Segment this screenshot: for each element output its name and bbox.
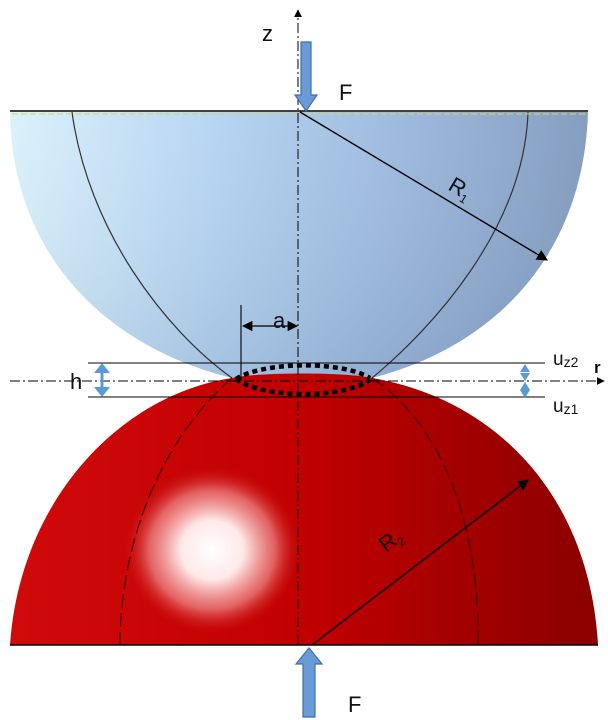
force-arrow-bottom <box>294 647 324 718</box>
uz2-label: uz2 <box>553 349 579 370</box>
contact-zone-lower <box>234 377 372 397</box>
upper-body <box>10 111 588 384</box>
r-axis-label: r <box>594 358 601 377</box>
force-arrow-top <box>293 41 319 113</box>
lower-hemisphere <box>10 373 598 645</box>
force-bottom-label: F <box>348 692 361 717</box>
uz2-sub: z2 <box>564 354 579 370</box>
force-top-label: F <box>339 80 352 105</box>
uz1-sub: z1 <box>564 401 579 417</box>
radius-1-arrow <box>299 111 548 261</box>
upper-hemisphere-shade <box>10 112 588 384</box>
gap-label: h <box>70 369 82 394</box>
upper-right-meridian <box>371 111 529 379</box>
lower-hemisphere-highlight <box>122 465 302 635</box>
upper-left-meridian <box>71 111 233 379</box>
lower-right-meridian <box>371 377 479 646</box>
contact-radius-label: a <box>273 308 286 333</box>
uz1-main: u <box>553 396 564 417</box>
uz2-double-arrow <box>520 364 530 381</box>
radius-2-arrow <box>311 479 529 646</box>
contact-zone-upper <box>234 363 372 381</box>
uz2-main: u <box>553 349 564 370</box>
lower-body <box>10 373 598 646</box>
lower-left-meridian <box>119 377 233 646</box>
uz1-double-arrow <box>520 382 530 398</box>
uz1-label: uz1 <box>553 396 579 417</box>
gap-double-arrow <box>94 363 110 397</box>
z-axis-label: z <box>262 21 273 46</box>
